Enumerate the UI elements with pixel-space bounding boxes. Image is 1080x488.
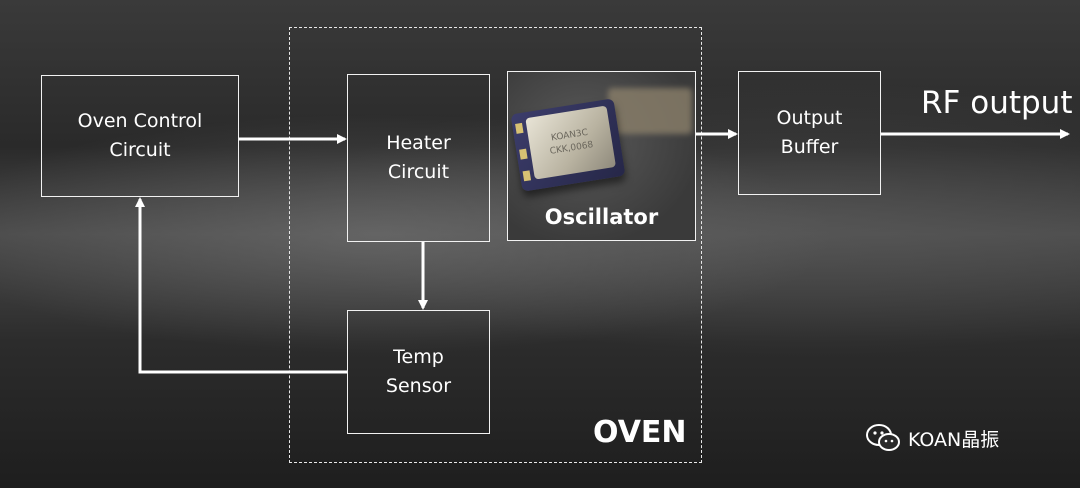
output-buffer-block: Output Buffer [738,71,881,195]
oven-control-circuit-block: Oven Control Circuit [41,75,239,197]
crystal-oscillator-photo: KOAN3C CKK,0068 [510,98,626,192]
oven-enclosure [289,27,702,463]
output-buffer-label: Output Buffer [776,107,843,158]
arrow-sensor-to-control [135,197,347,374]
oscillator-label: Oscillator [544,205,659,229]
wechat-icon [866,424,900,451]
heater-circuit-label: Heater Circuit [386,132,451,183]
crystal-lid: KOAN3C CKK,0068 [525,105,616,180]
watermark-text: KOAN晶振 [908,428,1000,451]
rf-output-label: RF output [921,85,1073,121]
temp-sensor-block: Temp Sensor [347,310,490,434]
heater-circuit-block: Heater Circuit [347,74,490,242]
oven-label: OVEN [593,415,687,450]
oscillator-block: KOAN3C CKK,0068 Oscillator [507,71,696,241]
watermark: KOAN晶振 [866,424,999,452]
oven-control-label: Oven Control Circuit [77,110,203,161]
temp-sensor-label: Temp Sensor [385,346,452,397]
crystal-photo-blurred [608,88,692,134]
